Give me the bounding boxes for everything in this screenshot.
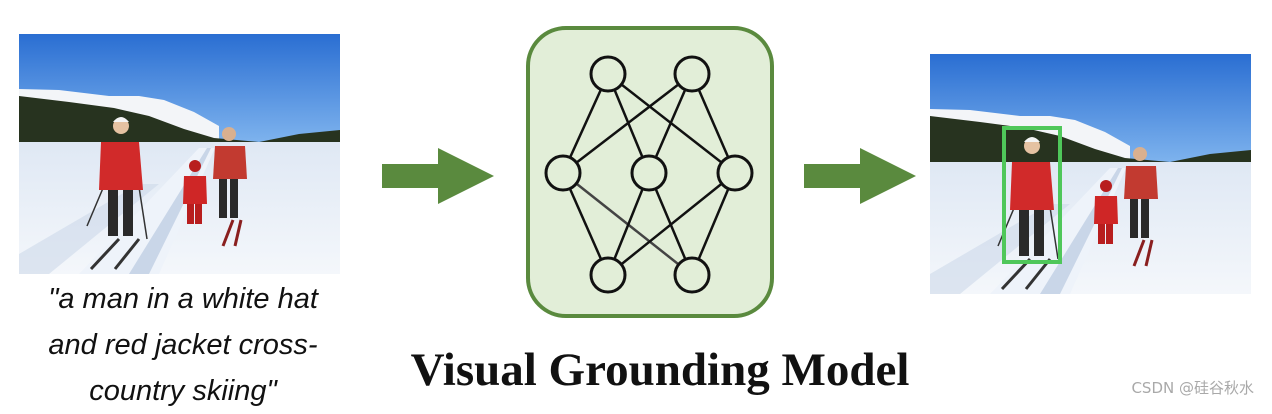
neural-network-icon: [544, 55, 754, 294]
input-image: [19, 34, 340, 274]
grounding-bounding-box: [1002, 126, 1062, 264]
network-node: [716, 154, 754, 192]
network-node: [630, 154, 668, 192]
network-node: [673, 55, 711, 93]
network-node: [589, 256, 627, 294]
network-node: [544, 154, 582, 192]
watermark: CSDN @硅谷秋水: [1131, 379, 1254, 397]
right-arrow-icon: [382, 148, 494, 204]
network-node: [589, 55, 627, 93]
network-node: [673, 256, 711, 294]
output-image: [930, 54, 1251, 294]
model-title: Visual Grounding Model: [410, 344, 910, 396]
right-arrow-icon: [804, 148, 916, 204]
input-caption: "a man in a white hat and red jacket cro…: [48, 283, 318, 407]
